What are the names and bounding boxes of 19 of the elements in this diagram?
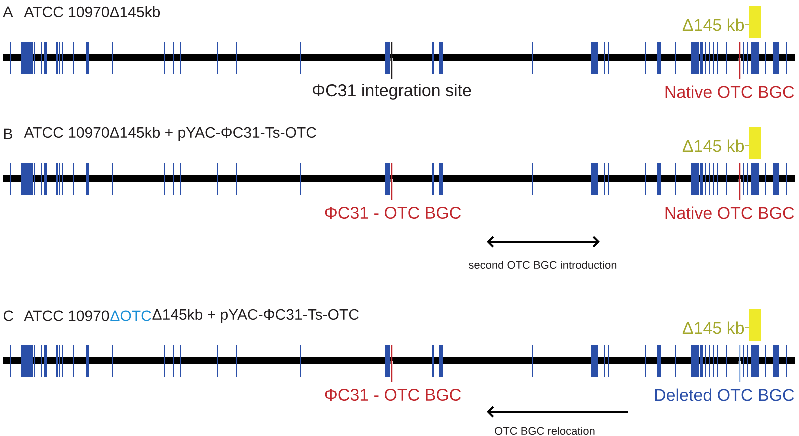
strain-title: ATCC 10970: [24, 310, 110, 322]
site-label: ΦC31 integration site: [312, 84, 472, 100]
deletion-label: Δ145 kb: [682, 140, 744, 152]
deletion-label: Δ145 kb: [682, 18, 744, 32]
strain-title: ATCC 10970Δ145kb + pYAC-ΦC31-Ts-OTC: [24, 127, 316, 141]
strain-title: ATCC 10970Δ145kb: [24, 6, 160, 18]
site-label: ΦC31 - OTC BGC: [325, 388, 461, 402]
arrow-caption: second OTC BGC introduction: [469, 260, 617, 270]
panel-letter: A: [3, 6, 14, 18]
deletion-label: Δ145 kb: [682, 322, 744, 334]
site-label: ΦC31 - OTC BGC: [325, 206, 461, 220]
strain-title: ΔOTC: [110, 310, 152, 322]
cluster-label: Native OTC BGC: [666, 86, 794, 98]
cluster-label: Deleted OTC BGC: [655, 388, 794, 402]
panel-letter: C: [4, 310, 14, 322]
arrow-caption: OTC BGC relocation: [495, 426, 595, 436]
panel-letter: B: [4, 128, 12, 140]
strain-title: Δ145kb + pYAC-ΦC31-Ts-OTC: [152, 309, 359, 323]
cluster-label: Native OTC BGC: [666, 206, 794, 220]
